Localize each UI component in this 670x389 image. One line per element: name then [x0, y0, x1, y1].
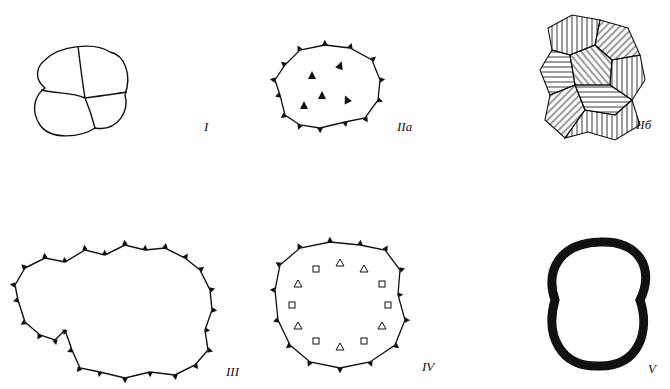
figure-number: IIб: [636, 118, 651, 131]
figure-number: IV: [422, 360, 434, 373]
figure-number: IIa: [397, 120, 412, 133]
figure-number: V: [648, 362, 656, 375]
figure-number: III: [226, 365, 239, 378]
figure-number: I: [204, 120, 208, 133]
